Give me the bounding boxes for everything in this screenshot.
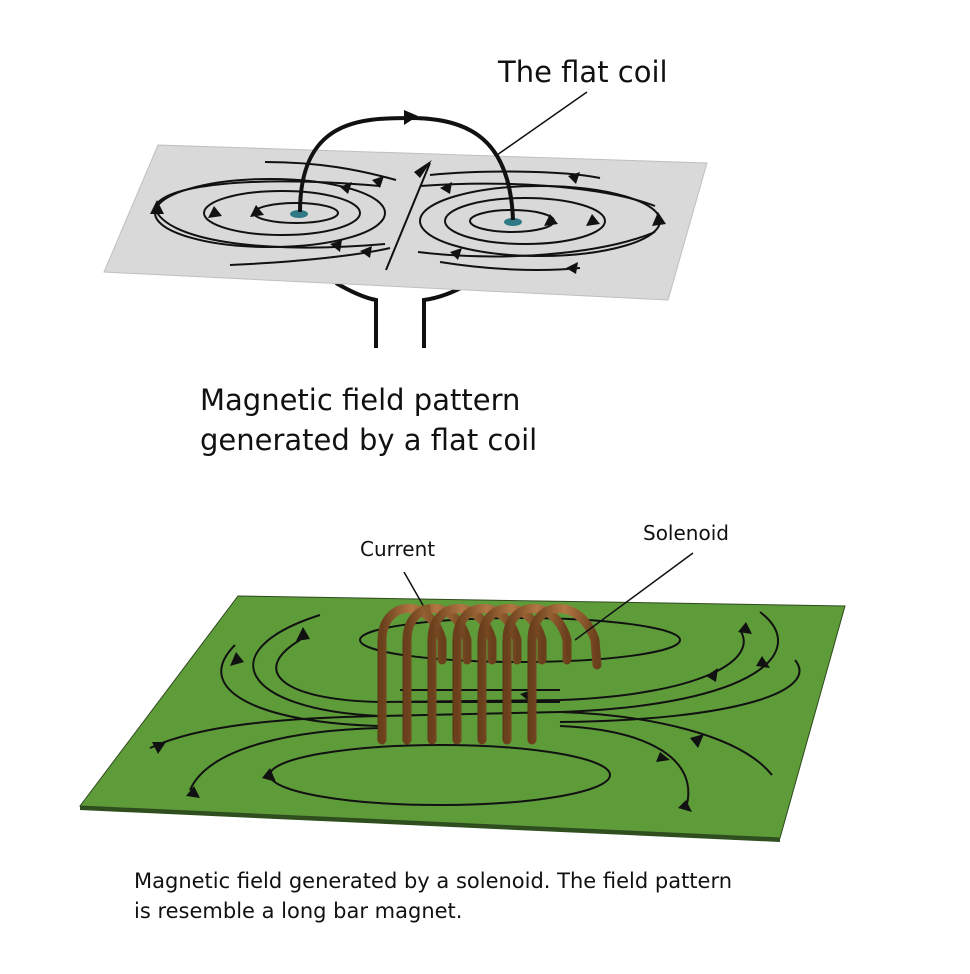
solenoid-field-arrows — [152, 622, 770, 812]
solenoid-caption-line-2: is resemble a long bar magnet. — [134, 899, 463, 923]
coil-lead-right — [422, 281, 472, 348]
solenoid-leader-line — [574, 552, 694, 641]
flat-coil-caption-line-1: Magnetic field pattern — [200, 383, 521, 417]
coil-wire-left-point — [290, 210, 308, 218]
solenoid-caption: Magnetic field generated by a solenoid. … — [134, 866, 732, 926]
center-arrow — [414, 160, 432, 178]
coil-lead-left — [334, 281, 378, 348]
coil-wire-right-point — [504, 218, 522, 226]
flat-coil-label: The flat coil — [498, 55, 668, 89]
current-arrow — [404, 110, 418, 125]
solenoid-coil-shading — [377, 640, 529, 740]
flat-coil-right-arrows — [440, 172, 666, 274]
solenoid-label: Solenoid — [643, 521, 729, 545]
solenoid-caption-line-1: Magnetic field generated by a solenoid. … — [134, 869, 733, 893]
flat-coil-caption: Magnetic field pattern generated by a fl… — [200, 380, 537, 460]
flat-coil-leader-line — [496, 91, 588, 156]
current-arrow-tip — [420, 604, 432, 620]
flat-coil-left-arrows — [150, 176, 384, 258]
flat-coil-diagram — [103, 91, 708, 348]
current-label: Current — [360, 537, 436, 561]
solenoid-diagram — [79, 552, 846, 842]
flat-coil-center-field-line — [385, 162, 431, 271]
solenoid-coil — [377, 604, 602, 745]
flat-coil-caption-line-2: generated by a flat coil — [200, 423, 538, 457]
